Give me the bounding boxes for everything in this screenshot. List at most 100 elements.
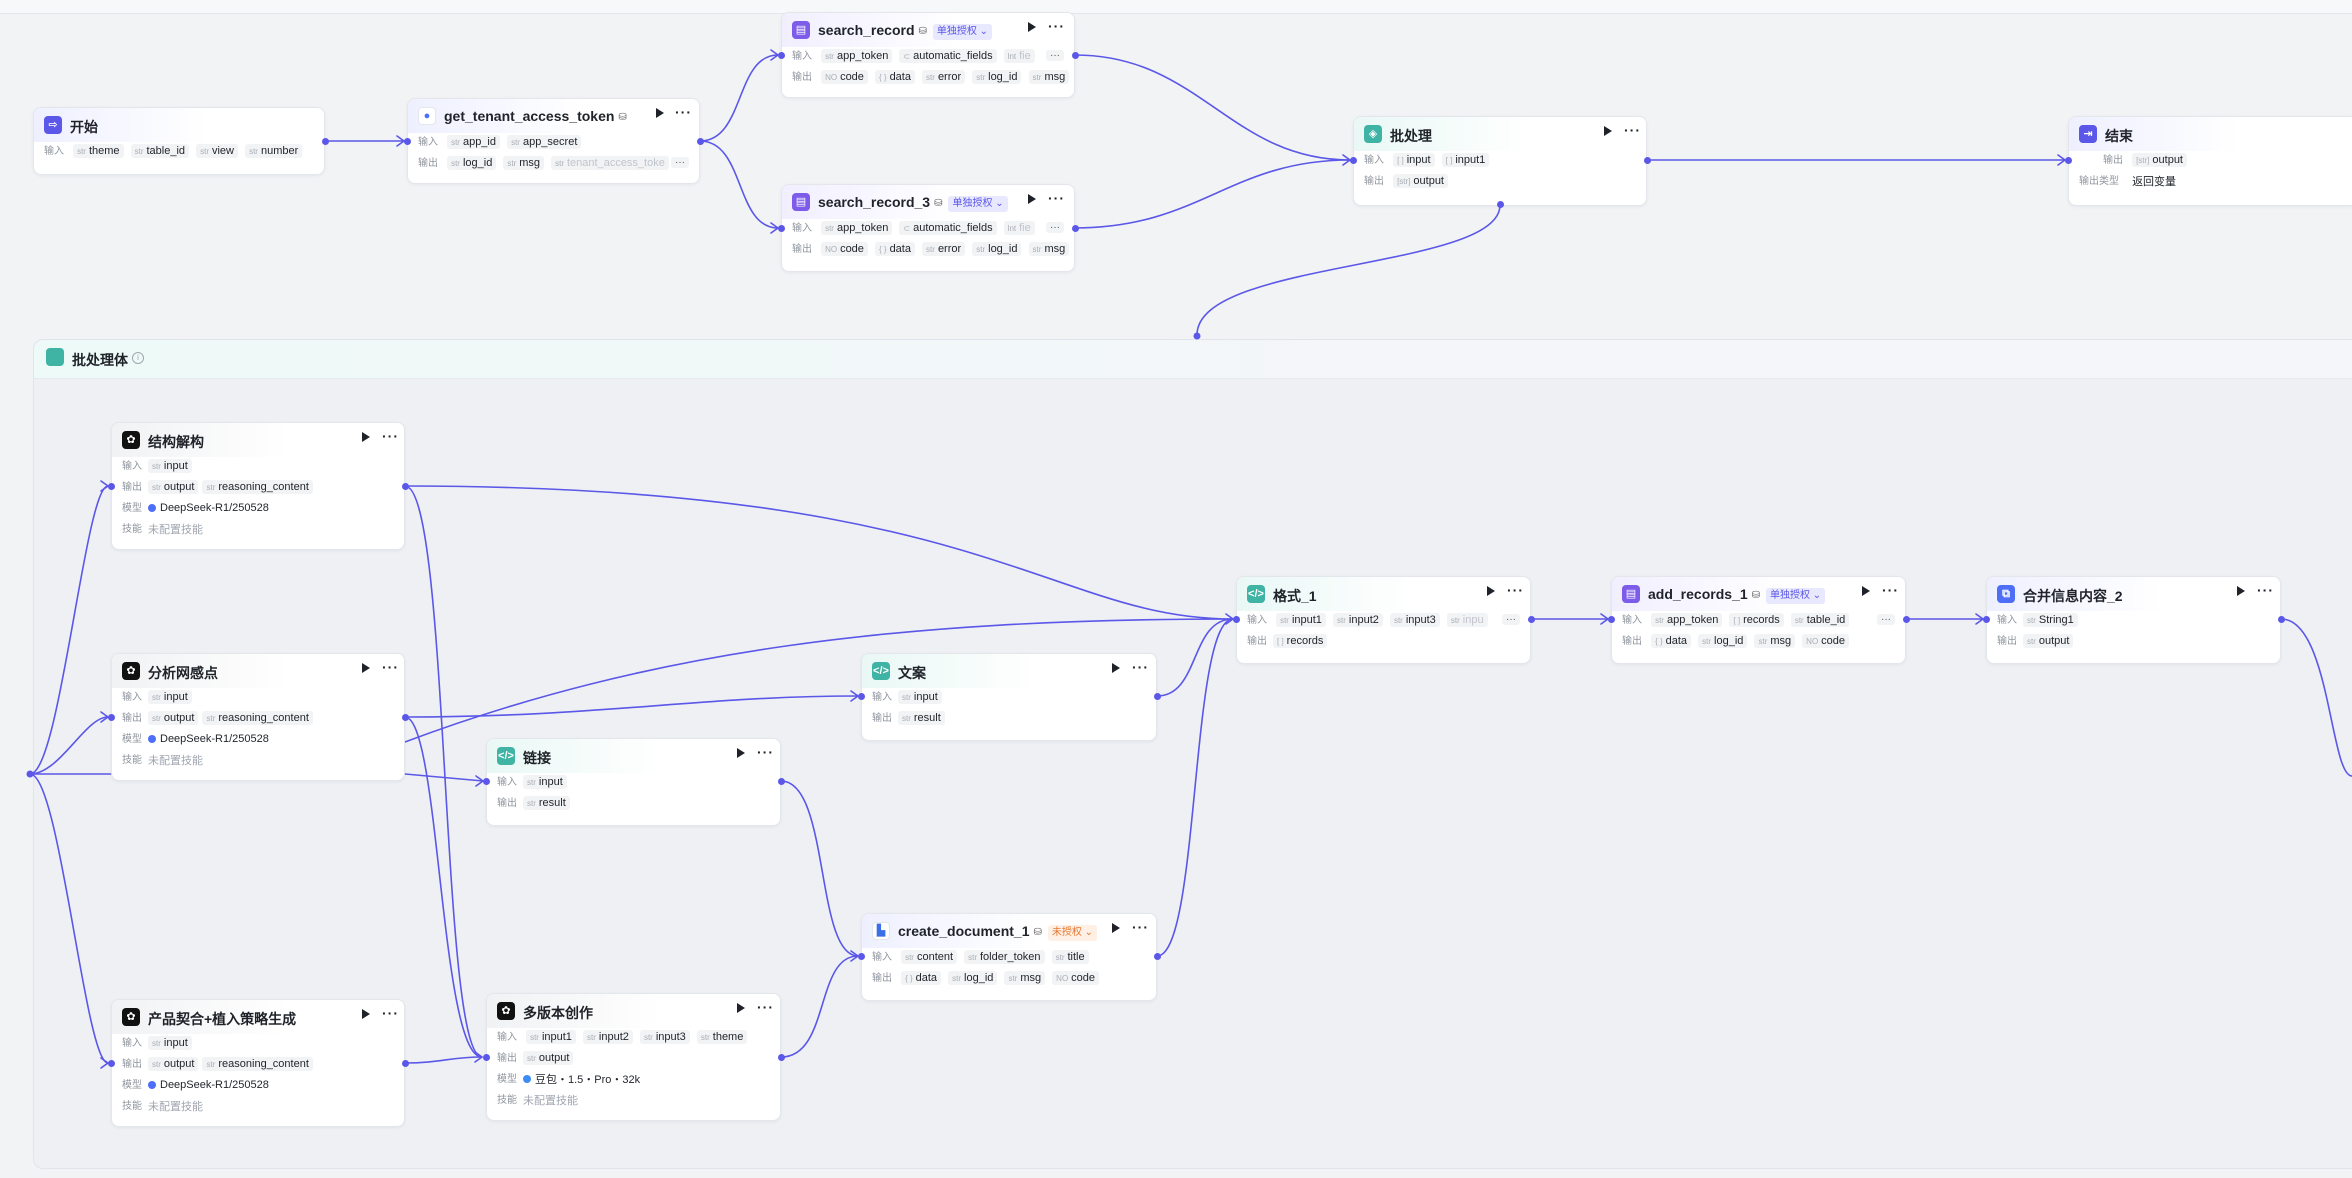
output-port[interactable] [1072, 225, 1079, 232]
run-button[interactable] [2237, 586, 2245, 596]
overflow-indicator[interactable]: ··· [1877, 614, 1895, 625]
more-button[interactable]: ··· [1132, 919, 1149, 935]
output-port[interactable] [402, 483, 409, 490]
more-button[interactable]: ··· [382, 428, 399, 444]
output-port[interactable] [1528, 616, 1535, 623]
output-port[interactable] [1154, 953, 1161, 960]
node-title: 合并信息内容_2 [2023, 588, 2123, 604]
more-button[interactable]: ··· [382, 1005, 399, 1021]
overflow-indicator[interactable]: ··· [1046, 50, 1064, 61]
output-port[interactable] [1072, 52, 1079, 59]
end-node[interactable]: ⇥ 结束 输出 [str]output 输出类型 返回变量 [2068, 116, 2352, 206]
output-port[interactable] [2278, 616, 2285, 623]
node-inputs: 输入 [ ]input [ ]input1 [1354, 151, 1646, 172]
more-button[interactable]: ··· [1048, 190, 1065, 206]
input-port[interactable] [778, 225, 785, 232]
run-button[interactable] [1112, 923, 1120, 933]
run-button[interactable] [737, 1003, 745, 1013]
more-button[interactable]: ··· [1882, 582, 1899, 598]
output-port[interactable] [1903, 616, 1910, 623]
run-button[interactable] [1028, 22, 1036, 32]
more-button[interactable]: ··· [2257, 582, 2274, 598]
input-port[interactable] [483, 1054, 490, 1061]
output-port[interactable] [1154, 693, 1161, 700]
input-port[interactable] [1350, 157, 1357, 164]
start-icon: ⇨ [44, 116, 62, 134]
overflow-indicator[interactable]: ··· [671, 157, 689, 168]
input-port[interactable] [483, 778, 490, 785]
more-button[interactable]: ··· [675, 104, 692, 120]
more-button[interactable]: ··· [1132, 659, 1149, 675]
auth-badge[interactable]: 单独授权 ⌄ [1766, 588, 1826, 604]
param-tag: [ ]records [1729, 613, 1784, 628]
run-button[interactable] [362, 663, 370, 673]
batch-node[interactable]: ◈ 批处理 ··· 输入 [ ]input [ ]input1 输出 [str]… [1353, 116, 1647, 206]
input-port[interactable] [404, 138, 411, 145]
output-port[interactable] [402, 1060, 409, 1067]
input-port[interactable] [1983, 616, 1990, 623]
output-port[interactable] [778, 1054, 785, 1061]
batch-body-header[interactable]: 批处理体 i [34, 340, 2352, 379]
run-button[interactable] [1487, 586, 1495, 596]
run-button[interactable] [737, 748, 745, 758]
output-port[interactable] [778, 778, 785, 785]
auth-badge[interactable]: 单独授权 ⌄ [948, 196, 1008, 212]
output-port[interactable] [402, 714, 409, 721]
loop-body-port[interactable] [1497, 201, 1504, 208]
run-button[interactable] [362, 432, 370, 442]
more-button[interactable]: ··· [382, 659, 399, 675]
more-button[interactable]: ··· [1048, 18, 1065, 34]
run-button[interactable] [1112, 663, 1120, 673]
input-port[interactable] [2065, 157, 2072, 164]
info-icon[interactable]: i [132, 352, 144, 364]
output-port[interactable] [322, 138, 329, 145]
input-port[interactable] [1608, 616, 1615, 623]
run-button[interactable] [656, 108, 664, 118]
input-port[interactable] [858, 953, 865, 960]
llm-icon: ✿ [497, 1002, 515, 1020]
more-button[interactable]: ··· [1624, 122, 1641, 138]
output-port[interactable] [1644, 157, 1651, 164]
input-port[interactable] [108, 1060, 115, 1067]
run-button[interactable] [1604, 126, 1612, 136]
run-button[interactable] [1862, 586, 1870, 596]
node-title: 结束 [2105, 128, 2133, 144]
auth-badge[interactable]: 未授权 ⌄ [1047, 925, 1098, 941]
run-button[interactable] [362, 1009, 370, 1019]
overflow-indicator[interactable]: ··· [1046, 222, 1064, 233]
input-port[interactable] [778, 52, 785, 59]
run-button[interactable] [1028, 194, 1036, 204]
input-port[interactable] [1233, 616, 1240, 623]
more-button[interactable]: ··· [757, 744, 774, 760]
more-button[interactable]: ··· [1507, 582, 1524, 598]
more-button[interactable]: ··· [757, 999, 774, 1015]
input-port[interactable] [108, 483, 115, 490]
input-port[interactable] [108, 714, 115, 721]
overflow-indicator[interactable]: ··· [1502, 614, 1520, 625]
input-port[interactable] [858, 693, 865, 700]
auth-badge[interactable]: 单独授权 ⌄ [932, 24, 993, 40]
output-port[interactable] [697, 138, 704, 145]
